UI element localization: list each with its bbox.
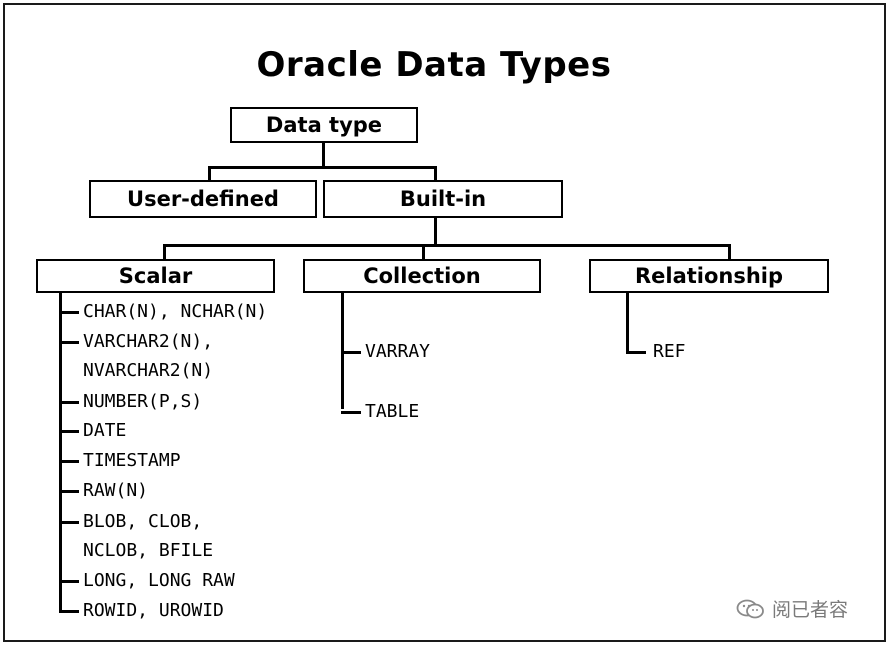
collection-type-item: TABLE: [365, 401, 420, 422]
relationship-trunk: [626, 293, 629, 351]
scalar-type-item: VARCHAR2(N),: [83, 331, 214, 352]
node-user-defined-label: User-defined: [127, 187, 279, 211]
scalar-type-item: NCLOB, BFILE: [83, 540, 214, 561]
connector-to-collection: [422, 244, 425, 260]
scalar-item-connector: [59, 490, 79, 493]
scalar-item-connector: [59, 341, 79, 344]
node-scalar-label: Scalar: [118, 264, 193, 288]
watermark: 阅已者容: [736, 595, 848, 622]
diagram-frame: Oracle Data Types Data type User-defined…: [3, 3, 886, 642]
node-relationship: Relationship: [589, 259, 829, 293]
scalar-type-item: DATE: [83, 420, 127, 441]
relationship-type-item: REF: [653, 341, 686, 362]
connector-root-down: [322, 143, 325, 168]
node-relationship-label: Relationship: [634, 264, 784, 288]
node-collection-label: Collection: [363, 264, 481, 288]
scalar-item-connector: [59, 460, 79, 463]
scalar-type-item: LONG, LONG RAW: [83, 570, 235, 591]
node-data-type-label: Data type: [265, 113, 383, 137]
connector-built-in-down: [434, 218, 437, 246]
collection-type-item: VARRAY: [365, 341, 431, 362]
node-built-in: Built-in: [323, 180, 563, 218]
scalar-type-item: NVARCHAR2(N): [83, 360, 214, 381]
node-scalar: Scalar: [36, 259, 275, 293]
scalar-type-item: CHAR(N), NCHAR(N): [83, 301, 268, 322]
watermark-text: 阅已者容: [772, 599, 849, 621]
scalar-type-item: NUMBER(P,S): [83, 391, 203, 412]
scalar-trunk: [59, 293, 62, 611]
connector-root-horizontal: [208, 166, 437, 169]
wechat-icon: [736, 599, 764, 618]
scalar-item-connector: [59, 430, 79, 433]
scalar-type-item: ROWID, UROWID: [83, 600, 224, 621]
collection-item-connector: [341, 411, 361, 414]
scalar-item-connector: [59, 580, 79, 583]
collection-item-connector: [341, 351, 361, 354]
node-collection: Collection: [303, 259, 541, 293]
connector-to-user-defined: [208, 166, 211, 181]
scalar-item-connector: [59, 521, 79, 524]
connector-built-in-horizontal: [163, 244, 731, 247]
scalar-type-item: TIMESTAMP: [83, 450, 181, 471]
scalar-type-item: BLOB, CLOB,: [83, 511, 203, 532]
scalar-item-connector: [59, 401, 79, 404]
node-data-type: Data type: [230, 107, 418, 143]
diagram-title: Oracle Data Types: [256, 45, 612, 85]
scalar-item-connector: [59, 311, 79, 314]
relationship-item-connector: [626, 351, 646, 354]
connector-to-relationship: [728, 244, 731, 260]
scalar-type-item: RAW(N): [83, 480, 149, 501]
scalar-item-connector: [59, 610, 79, 613]
node-user-defined: User-defined: [89, 180, 317, 218]
node-built-in-label: Built-in: [399, 187, 487, 211]
connector-to-built-in: [434, 166, 437, 181]
connector-to-scalar: [163, 244, 166, 260]
